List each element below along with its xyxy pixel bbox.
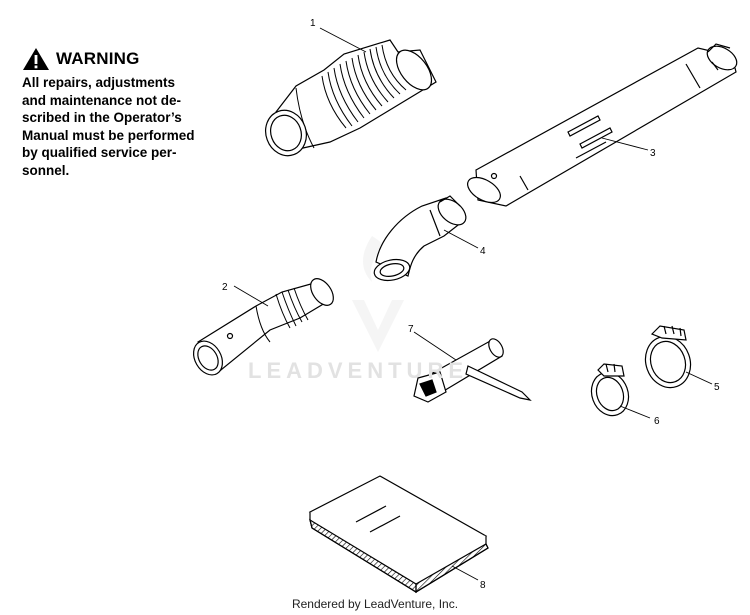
callout-8: 8	[480, 580, 486, 591]
warning-title: WARNING	[56, 49, 140, 68]
callout-7: 7	[408, 324, 414, 335]
warning-text: All repairs, adjustments and maintenance…	[22, 74, 218, 179]
warning-line: Manual must be performed	[22, 127, 195, 143]
part-4-elbow	[373, 195, 467, 282]
part-3-straight-tube	[467, 43, 738, 207]
part-1-flex-hose	[265, 39, 437, 157]
part-7-plug-wrench	[413, 338, 532, 403]
callout-6: 6	[654, 416, 660, 427]
warning-line: scribed in the Operator’s	[22, 110, 182, 125]
warning-line: by qualified service per-	[22, 145, 177, 160]
callout-4: 4	[480, 246, 486, 257]
warning-triangle-icon	[23, 48, 49, 70]
warning-line: and maintenance not de-	[22, 92, 182, 108]
watermark-text: LEADVENTURE	[248, 358, 469, 383]
warning-box: WARNING All repairs, adjustments and mai…	[22, 44, 218, 179]
part-6-hose-clamp	[590, 363, 630, 417]
warning-line: All repairs, adjustments	[22, 75, 176, 90]
part-2-nozzle-tube	[192, 278, 334, 376]
warning-line: sonnel.	[22, 162, 70, 178]
callout-3: 3	[650, 148, 656, 159]
part-8-manual	[308, 475, 489, 594]
leader-lines	[233, 27, 713, 581]
callout-2: 2	[222, 282, 228, 293]
part-5-hose-clamp	[644, 325, 692, 389]
callout-1: 1	[310, 18, 316, 29]
footer-credit: Rendered by LeadVenture, Inc.	[291, 597, 459, 611]
callout-5: 5	[714, 382, 720, 393]
